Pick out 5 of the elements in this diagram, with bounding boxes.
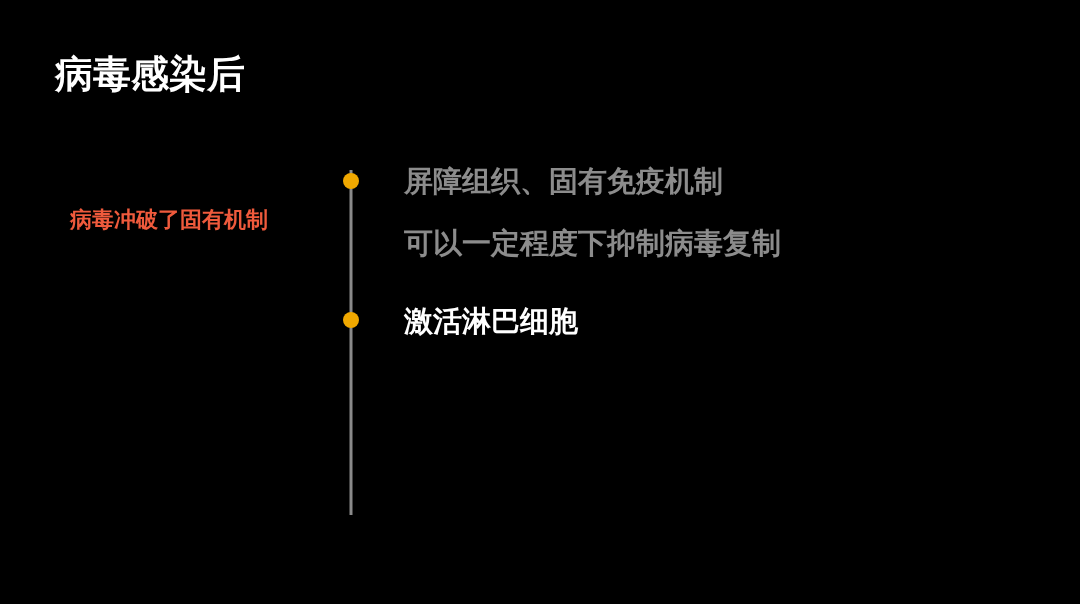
- timeline-text: 激活淋巴细胞: [404, 304, 578, 339]
- side-note: 病毒冲破了固有机制: [70, 207, 268, 234]
- slide-title: 病毒感染后: [55, 52, 245, 98]
- timeline-text: 可以一定程度下抑制病毒复制: [404, 226, 781, 261]
- timeline-text: 屏障组织、固有免疫机制: [404, 164, 723, 199]
